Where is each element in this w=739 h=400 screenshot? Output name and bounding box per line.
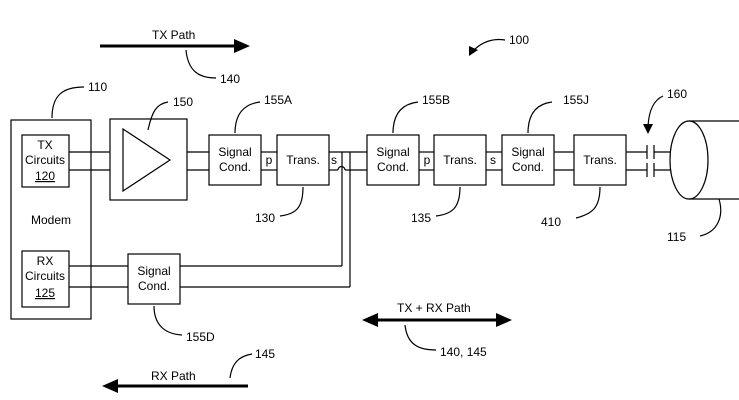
tx-circuits-box [21, 134, 70, 188]
ref-155d: 155D [186, 330, 215, 344]
capacitor-icon [646, 145, 655, 177]
tx-path-label: TX Path [152, 28, 195, 42]
ref-100: 100 [509, 33, 529, 47]
port-s-130: s [331, 153, 337, 167]
transformer-410-box [573, 134, 627, 186]
transformer-135-box [433, 134, 487, 186]
txrx-path-label: TX + RX Path [397, 301, 471, 315]
ref-145: 145 [255, 347, 275, 361]
ref-160-arrow [643, 95, 664, 134]
signal-cond-155a-line2: Cond. [219, 160, 251, 174]
ref-155a: 155A [264, 93, 292, 107]
transformer-135-label: Trans. [443, 153, 477, 167]
signal-cond-155a-line1: Signal [218, 145, 251, 159]
leader-110 [51, 86, 85, 119]
leader-150 [147, 101, 169, 131]
leader-140-145 [404, 324, 437, 351]
tx-circuits-line1: TX [37, 138, 52, 152]
rx-signal-lines [69, 152, 351, 288]
ref-125: 125 [35, 286, 55, 300]
leader-155a [234, 101, 261, 134]
signal-cond-155d-line1: Signal [137, 264, 170, 278]
signal-cond-155b-box [366, 134, 420, 186]
leader-155d [153, 305, 183, 336]
port-p-130: p [266, 153, 273, 167]
port-p-135: p [424, 153, 431, 167]
leader-145 [229, 353, 253, 379]
leader-410 [575, 186, 601, 219]
transformer-410-label: Trans. [583, 153, 617, 167]
ref-115: 115 [667, 230, 686, 244]
ref-100-arrow [469, 38, 506, 56]
signal-cond-155j-line1: Signal [511, 145, 544, 159]
ref-410: 410 [541, 215, 561, 229]
signal-cond-155b-line2: Cond. [377, 160, 409, 174]
rx-path-label: RX Path [151, 369, 196, 383]
cable-icon [669, 120, 739, 200]
ref-110: 110 [88, 80, 107, 94]
signal-cond-155j-box [501, 134, 555, 186]
modem-label: Modem [31, 213, 71, 227]
signal-cond-155a-box [208, 134, 262, 186]
leader-155b [392, 101, 419, 134]
ref-140-145: 140, 145 [440, 345, 487, 359]
leader-115 [699, 198, 722, 237]
leader-130 [279, 186, 304, 217]
amplifier-triangle-icon [122, 127, 172, 193]
ref-160: 160 [667, 87, 687, 101]
rx-circuits-line2: Circuits [25, 269, 65, 283]
signal-cond-155b-line1: Signal [376, 145, 409, 159]
tx-circuits-line2: Circuits [25, 153, 65, 167]
txrx-path-arrow [362, 313, 512, 327]
leader-135 [435, 186, 461, 217]
port-s-135: s [490, 153, 496, 167]
ref-155j: 155J [563, 93, 589, 107]
ref-135: 135 [411, 211, 431, 225]
transformer-130-box [276, 134, 330, 186]
leader-155j [527, 101, 553, 134]
ref-130: 130 [255, 211, 275, 225]
rx-circuits-box [21, 250, 70, 308]
transformer-130-label: Trans. [286, 153, 320, 167]
amplifier-box [109, 118, 188, 201]
rx-path-arrow [102, 379, 248, 393]
ref-150: 150 [173, 95, 193, 109]
ref-155b: 155B [422, 93, 450, 107]
signal-cond-155d-box [127, 253, 181, 305]
rx-circuits-line1: RX [37, 254, 54, 268]
tx-path-arrow [100, 39, 250, 53]
signal-cond-155d-line2: Cond. [138, 279, 170, 293]
signal-cond-155j-line2: Cond. [512, 160, 544, 174]
ref-120: 120 [35, 169, 55, 183]
leader-140 [185, 49, 217, 79]
ref-140: 140 [220, 72, 240, 86]
